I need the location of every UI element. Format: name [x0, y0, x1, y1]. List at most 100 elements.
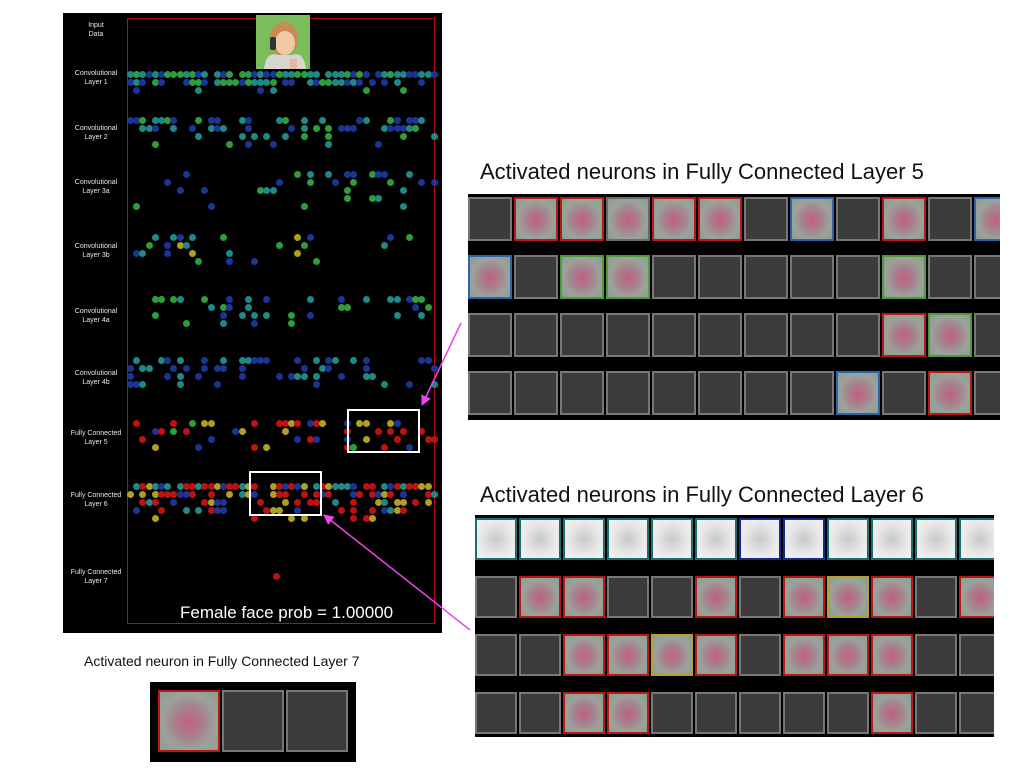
- neuron-dot: [362, 357, 370, 364]
- neuron-dot: [164, 357, 172, 364]
- neuron-dot: [170, 234, 178, 241]
- neuron-dot: [189, 79, 196, 86]
- neuron-dot: [325, 171, 333, 178]
- neuron-dot: [313, 499, 320, 506]
- neuron-dot: [393, 483, 401, 490]
- activated-neuron-tile: [158, 690, 220, 752]
- neuron-dot: [195, 117, 203, 124]
- neuron-dot: [207, 304, 215, 311]
- neuron-dot: [269, 71, 277, 78]
- neuron-dot: [151, 483, 159, 490]
- neuron-dot: [251, 420, 258, 427]
- neuron-dot: [362, 483, 370, 490]
- inactive-neuron-tile: [514, 255, 558, 299]
- neuron-dot: [189, 420, 196, 427]
- neuron-dot: [244, 296, 252, 303]
- neuron-dot: [164, 179, 172, 186]
- neuron-dot: [350, 125, 358, 132]
- neuron-dot: [337, 483, 345, 490]
- neuron-dot: [406, 117, 413, 124]
- neuron-dot: [282, 491, 289, 498]
- fc5-selection-box: [347, 409, 420, 453]
- neuron-dot: [151, 428, 159, 435]
- neuron-dot: [133, 250, 141, 257]
- layer-label-line1: Convolutional: [74, 308, 118, 315]
- inactive-neuron-tile: [651, 576, 693, 618]
- neuron-dot: [294, 357, 302, 364]
- neuron-dot: [176, 357, 184, 364]
- neuron-dot: [170, 428, 178, 435]
- tile-row: [475, 576, 994, 618]
- neuron-dot: [133, 79, 141, 86]
- fc6-neuron-strip: [475, 515, 994, 737]
- activated-neuron-tile: [563, 576, 605, 618]
- neuron-dot: [418, 296, 426, 303]
- neuron-dot: [189, 234, 196, 241]
- neuron-dot: [331, 357, 339, 364]
- neuron-dot: [362, 420, 370, 427]
- neuron-dot: [220, 499, 227, 506]
- neuron-dot: [406, 381, 413, 388]
- neuron-dot: [331, 71, 339, 78]
- tile-row: [468, 371, 1000, 415]
- neuron-dot: [362, 515, 370, 522]
- neuron-dot: [418, 117, 426, 124]
- neuron-dot: [350, 483, 358, 490]
- neuron-dot: [158, 507, 165, 514]
- neuron-dot: [424, 436, 432, 443]
- neuron-dot: [294, 499, 302, 506]
- inactive-neuron-tile: [519, 692, 561, 734]
- activated-neuron-tile: [915, 518, 957, 560]
- layer-label-conv2: Convolutional Layer 2: [63, 124, 129, 142]
- neuron-dot: [257, 71, 265, 78]
- neuron-dot: [300, 125, 308, 132]
- inactive-neuron-tile: [915, 692, 957, 734]
- neuron-dot: [170, 125, 178, 132]
- activated-neuron-tile: [871, 576, 913, 618]
- inactive-neuron-tile: [607, 576, 649, 618]
- neuron-dot: [337, 79, 345, 86]
- neuron-dot: [238, 357, 246, 364]
- neuron-dot: [430, 365, 438, 372]
- neuron-dot: [393, 117, 401, 124]
- neuron-dot: [244, 304, 252, 311]
- neuron-dot: [226, 71, 234, 78]
- activated-neuron-tile: [468, 255, 512, 299]
- neuron-dot: [145, 71, 153, 78]
- neuron-dot: [424, 357, 432, 364]
- neuron-dot: [319, 79, 327, 86]
- activated-neuron-tile: [563, 692, 605, 734]
- activated-neuron-tile: [514, 197, 558, 241]
- neuron-dot: [288, 312, 296, 319]
- inactive-neuron-tile: [790, 371, 834, 415]
- fc6-title: Activated neurons in Fully Connected Lay…: [480, 482, 924, 507]
- neuron-dot: [220, 304, 227, 311]
- neuron-dot: [151, 117, 159, 124]
- neuron-dot: [288, 79, 296, 86]
- neuron-dot: [362, 71, 370, 78]
- neuron-dot: [207, 125, 215, 132]
- fc5-neuron-strip: [468, 194, 1000, 420]
- neuron-dot: [176, 242, 184, 249]
- neuron-dot: [226, 141, 234, 148]
- neuron-dot: [406, 125, 413, 132]
- neuron-dot: [207, 491, 215, 498]
- tile-row: [475, 692, 994, 734]
- input-face-photo: [256, 15, 310, 69]
- neuron-dot: [201, 420, 209, 427]
- neuron-dot: [207, 117, 215, 124]
- neuron-dot: [387, 428, 395, 435]
- neuron-dot: [313, 125, 320, 132]
- neuron-dot: [350, 491, 358, 498]
- neuron-dot: [182, 365, 190, 372]
- neuron-dot: [406, 234, 413, 241]
- neuron-dot: [195, 79, 203, 86]
- neuron-dot: [368, 507, 376, 514]
- neuron-dot: [145, 483, 153, 490]
- inactive-neuron-tile: [739, 576, 781, 618]
- neuron-dot: [393, 71, 401, 78]
- activated-neuron-tile: [560, 255, 604, 299]
- layer-label-line1: Fully Connected: [70, 569, 122, 576]
- neuron-dot: [399, 203, 407, 210]
- neuron-dot: [381, 71, 389, 78]
